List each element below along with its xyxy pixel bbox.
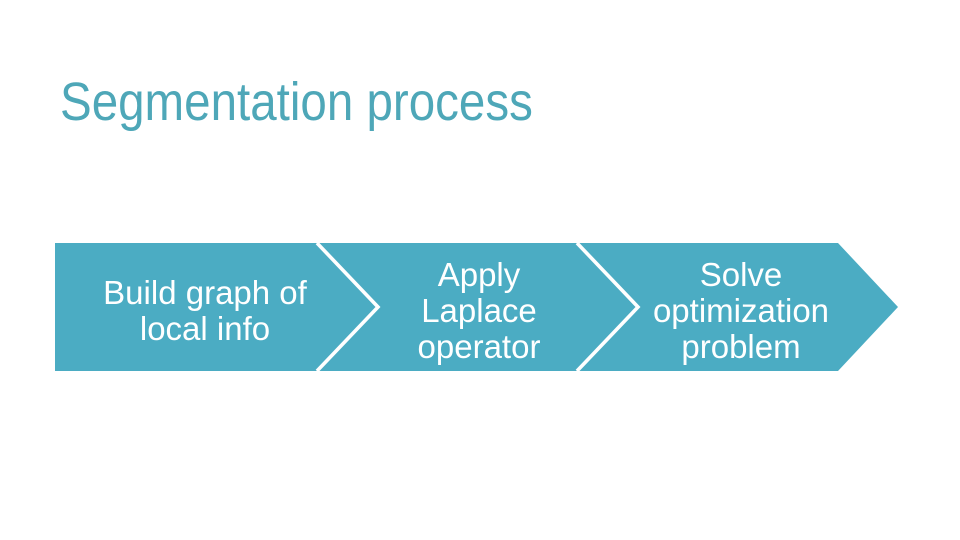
step-line: local info (139, 309, 271, 347)
step-line: Solve (699, 255, 783, 293)
slide-title: Segmentation process (60, 72, 533, 132)
step-line: optimization (652, 291, 830, 329)
process-step-2-label: Apply Laplace operator (359, 243, 599, 371)
step-line: Apply (437, 255, 521, 293)
step-line: Build graph of (103, 273, 307, 311)
step-line: Laplace (421, 291, 537, 329)
chevron-separator-2-icon (575, 241, 641, 373)
process-step-1-label: Build graph of local info (85, 243, 325, 371)
chevron-ribbon (55, 243, 898, 371)
step-line: problem (681, 327, 801, 365)
chevron-separator-1-icon (315, 241, 381, 373)
step-line: operator (417, 327, 541, 365)
process-step-3-label: Solve optimization problem (621, 243, 861, 371)
